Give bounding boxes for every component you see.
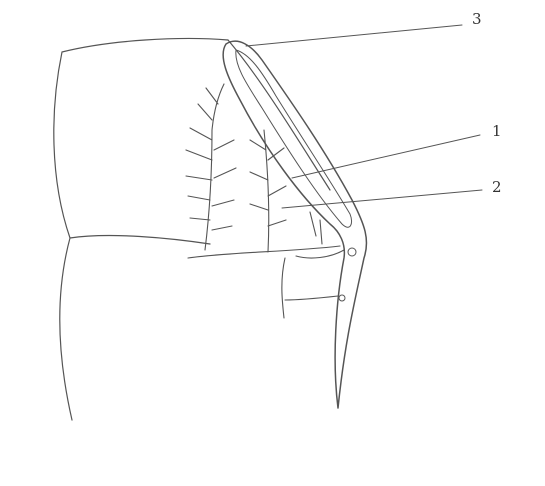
leader-line-2 <box>282 190 482 208</box>
branch-network <box>186 84 344 318</box>
label-1: 1 <box>492 122 502 140</box>
upper-band-outline <box>228 40 330 190</box>
organ-outline <box>54 39 228 421</box>
label-2: 2 <box>492 178 502 196</box>
vessel-ring-upper <box>348 248 356 256</box>
label-3: 3 <box>472 10 482 28</box>
leader-line-3 <box>246 25 462 46</box>
leader-line-1 <box>292 135 480 178</box>
elongated-vessel-lumen <box>236 50 352 227</box>
vessel-ring-lower <box>339 295 345 301</box>
elongated-vessel-outer <box>223 41 366 408</box>
